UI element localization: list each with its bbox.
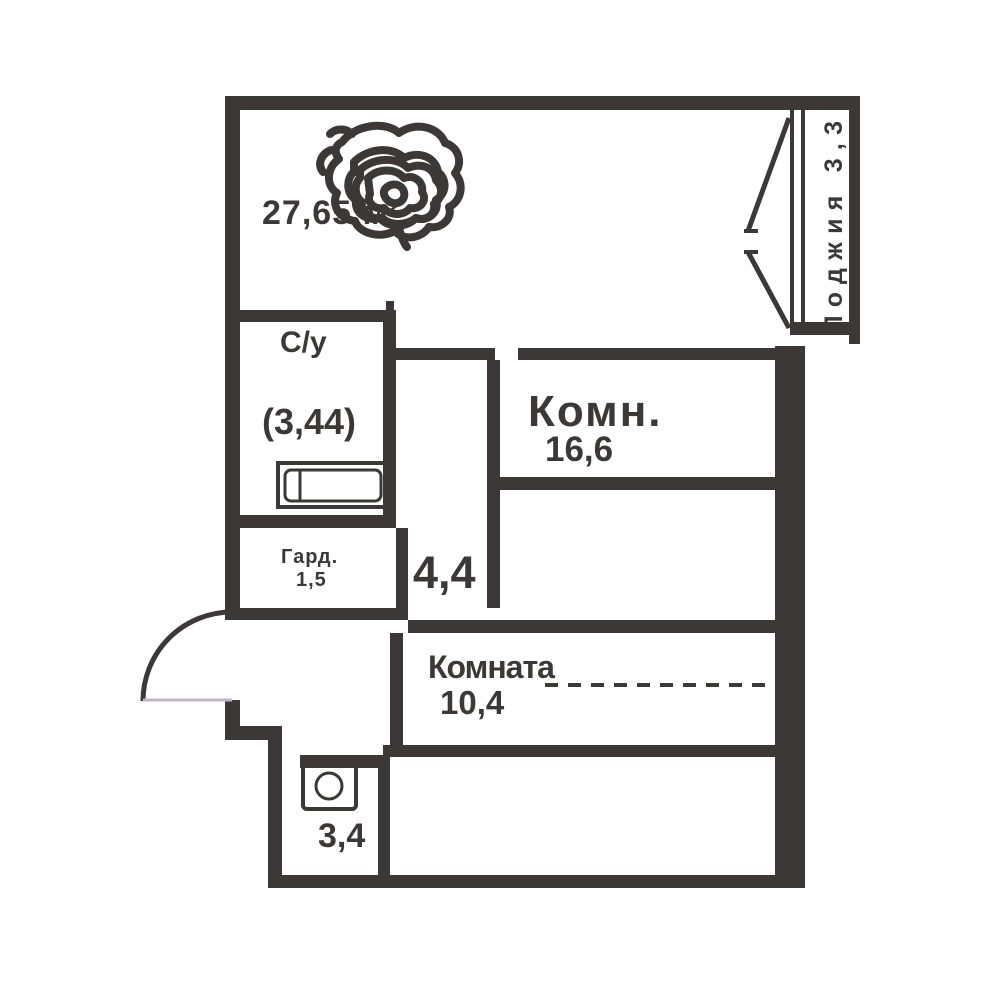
- svg-text:Комната: Комната: [428, 649, 555, 685]
- svg-text:3,4: 3,4: [318, 817, 365, 855]
- svg-text:1,5: 1,5: [296, 569, 327, 591]
- svg-text:Комн.: Комн.: [528, 387, 663, 436]
- svg-text:10,4: 10,4: [440, 684, 505, 721]
- svg-text:27,65 м²: 27,65 м²: [262, 194, 401, 232]
- svg-text:(3,44): (3,44): [262, 401, 356, 442]
- svg-text:Гард.: Гард.: [281, 546, 338, 568]
- svg-text:С/у: С/у: [280, 326, 327, 359]
- svg-text:16,6: 16,6: [545, 430, 613, 469]
- svg-text:4,4: 4,4: [413, 547, 476, 598]
